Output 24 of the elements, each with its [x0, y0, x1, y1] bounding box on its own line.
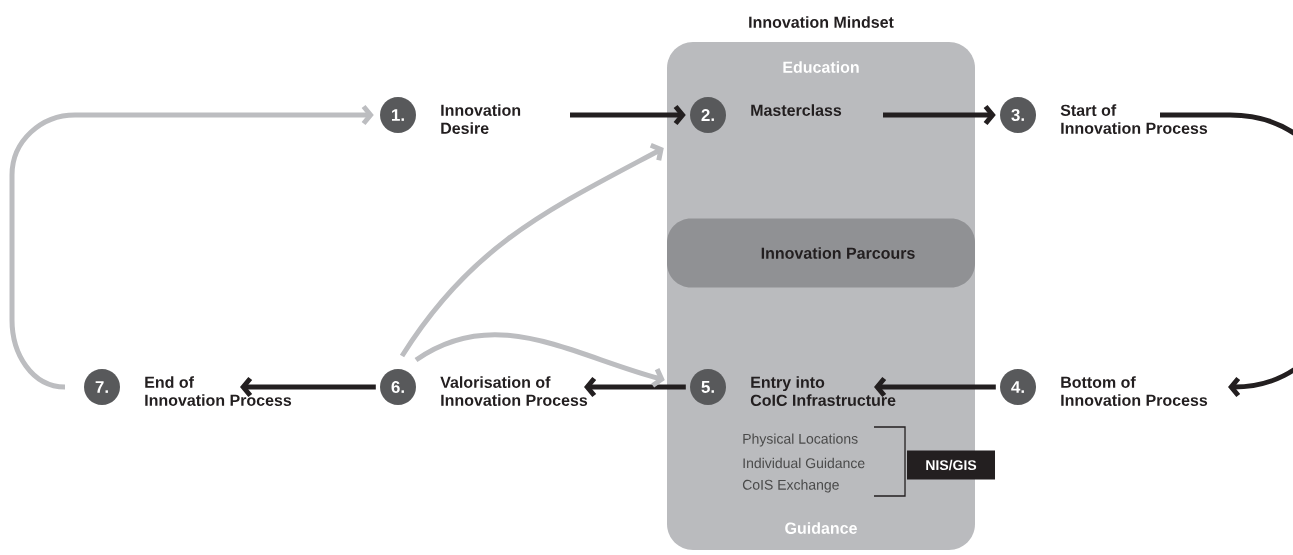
list-item: Individual Guidance [743, 457, 865, 469]
panel-heading: Education [783, 61, 859, 73]
arrow [414, 332, 665, 388]
arrow [883, 104, 996, 126]
arrow [240, 376, 376, 398]
step-label: Innovation Desire [441, 104, 521, 134]
list-item: Physical Locations [743, 433, 858, 447]
arrow [399, 143, 664, 358]
step-label: Bottom of Innovation Process [1061, 376, 1208, 406]
step-label: Entry into CoIC Infrastructure [750, 376, 896, 406]
arrow [1160, 112, 1293, 398]
arrow [584, 376, 686, 398]
step-label: Start of Innovation Process [1060, 104, 1208, 134]
band: Innovation Parcours [667, 218, 975, 288]
panel-title: Innovation Mindset [749, 16, 894, 28]
step-label: End of Innovation Process [145, 376, 292, 406]
arrow [874, 376, 996, 398]
step-label: Valorisation of Innovation Process [440, 376, 588, 406]
step-label: Masterclass [751, 104, 842, 116]
list-item: CoIS Exchange [742, 479, 839, 493]
arrow [570, 104, 686, 126]
tag-box: NIS/GIS [907, 450, 995, 480]
panel-heading: Guidance [785, 522, 857, 534]
arrow [9, 104, 374, 390]
